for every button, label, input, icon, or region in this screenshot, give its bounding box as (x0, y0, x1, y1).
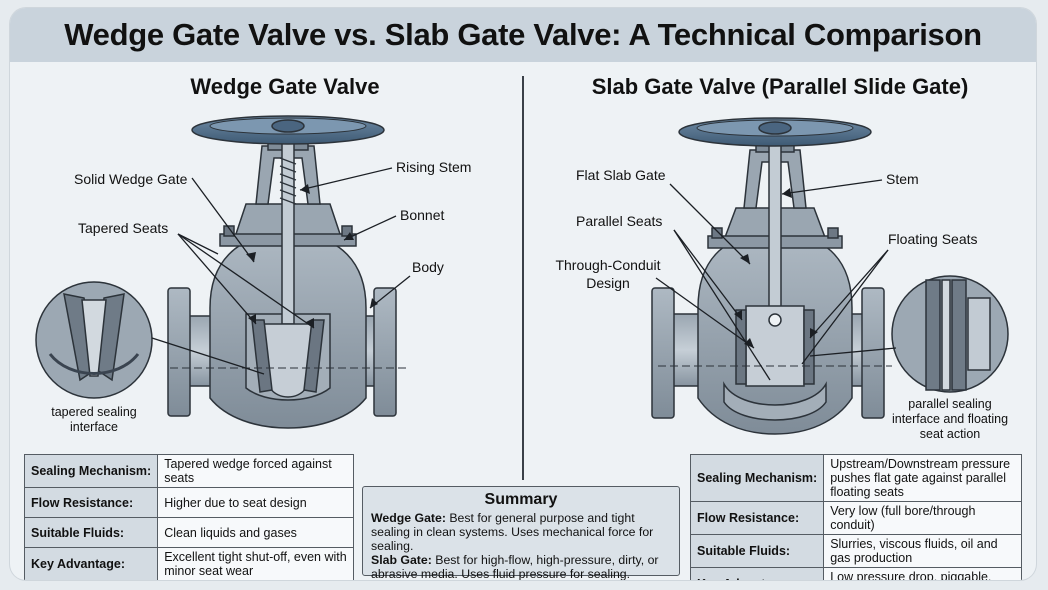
table-row: Sealing Mechanism: Upstream/Downstream p… (691, 455, 1022, 502)
table-value: Very low (full bore/through conduit) (824, 502, 1022, 535)
table-value: Upstream/Downstream pressure pushes flat… (824, 455, 1022, 502)
table-key: Sealing Mechanism: (691, 455, 824, 502)
slab-detail-inset (892, 276, 1008, 392)
wedge-inset-caption-2: interface (70, 420, 118, 434)
wedge-right-flange (374, 288, 396, 416)
wedge-label-body: Body (412, 259, 444, 275)
slab-inset-caption-3: seat action (920, 427, 981, 441)
table-value: Higher due to seat design (158, 488, 354, 518)
table-key: Sealing Mechanism: (25, 455, 158, 488)
wedge-stem (282, 128, 294, 324)
infographic-page: Wedge Gate Valve vs. Slab Gate Valve: A … (10, 8, 1036, 580)
wedge-label-tapered-seats: Tapered Seats (78, 220, 168, 236)
table-row: Flow Resistance: Very low (full bore/thr… (691, 502, 1022, 535)
table-value: Low pressure drop, piggable, good for hi… (824, 568, 1022, 581)
slab-label-parallel-seats: Parallel Seats (576, 213, 662, 229)
slab-left-flange (652, 288, 674, 418)
wedge-spec-table: Sealing Mechanism: Tapered wedge forced … (24, 454, 354, 580)
table-row: Sealing Mechanism: Tapered wedge forced … (25, 455, 354, 488)
slab-inset-caption-2: interface and floating (892, 412, 1008, 426)
slab-label-through-conduit-1: Through-Conduit (555, 257, 660, 273)
table-key: Suitable Fluids: (25, 518, 158, 548)
slab-inset-caption-1: parallel sealing (908, 397, 991, 411)
slab-label-through-conduit-2: Design (586, 275, 630, 291)
slab-label-stem: Stem (886, 171, 919, 187)
wedge-inset-caption-1: tapered sealing (51, 405, 137, 419)
table-value: Clean liquids and gases (158, 518, 354, 548)
summary-wedge-paragraph: Wedge Gate: Best for general purpose and… (371, 511, 671, 553)
table-value: Excellent tight shut-off, even with mino… (158, 548, 354, 581)
slab-spec-table: Sealing Mechanism: Upstream/Downstream p… (690, 454, 1022, 580)
summary-title: Summary (363, 491, 679, 509)
wedge-left-flange (168, 288, 190, 416)
summary-slab-paragraph: Slab Gate: Best for high-flow, high-pres… (371, 553, 671, 580)
slab-valve-drawing (652, 118, 892, 434)
table-key: Key Advantage: (25, 548, 158, 581)
slab-right-flange (862, 288, 884, 418)
table-row: Flow Resistance: Higher due to seat desi… (25, 488, 354, 518)
wedge-valve-drawing (168, 116, 410, 428)
slab-label-floating-seats: Floating Seats (888, 231, 978, 247)
wedge-label-bonnet: Bonnet (400, 207, 444, 223)
table-value: Slurries, viscous fluids, oil and gas pr… (824, 535, 1022, 568)
summary-slab-label: Slab Gate: (371, 553, 432, 567)
wedge-label-rising-stem: Rising Stem (396, 159, 471, 175)
slab-stem (769, 130, 781, 312)
table-key: Key Advantage: (691, 568, 824, 581)
table-row: Key Advantage: Excellent tight shut-off,… (25, 548, 354, 581)
wedge-label-solid-wedge-gate: Solid Wedge Gate (74, 171, 188, 187)
slab-label-flat-slab-gate: Flat Slab Gate (576, 167, 666, 183)
table-row: Suitable Fluids: Clean liquids and gases (25, 518, 354, 548)
table-key: Flow Resistance: (691, 502, 824, 535)
table-value: Tapered wedge forced against seats (158, 455, 354, 488)
slab-seat-left (736, 310, 746, 384)
slab-seat-right (804, 310, 814, 384)
table-key: Suitable Fluids: (691, 535, 824, 568)
wedge-detail-inset (36, 282, 152, 398)
table-key: Flow Resistance: (25, 488, 158, 518)
summary-wedge-label: Wedge Gate: (371, 511, 446, 525)
table-row: Suitable Fluids: Slurries, viscous fluid… (691, 535, 1022, 568)
table-row: Key Advantage: Low pressure drop, piggab… (691, 568, 1022, 581)
summary-box: Summary Wedge Gate: Best for general pur… (362, 486, 680, 576)
